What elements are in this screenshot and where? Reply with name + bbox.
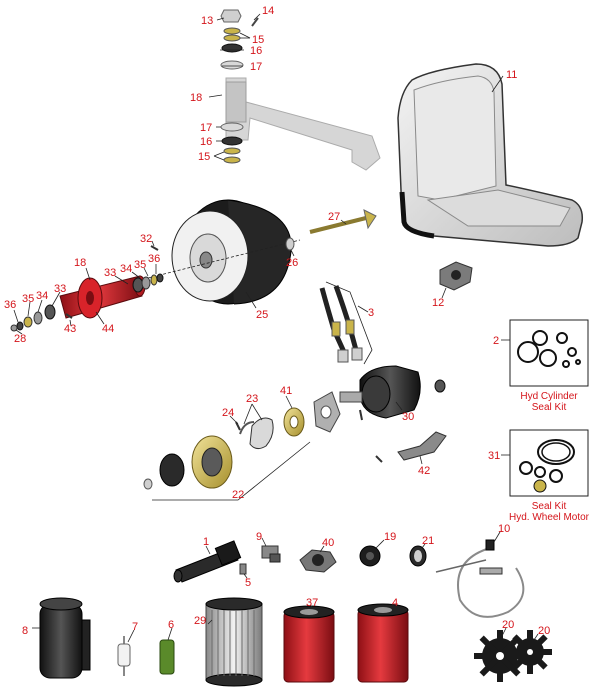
fuel-tank-8 xyxy=(32,597,91,679)
throttle-cable-10 xyxy=(435,531,525,618)
axle-bolt-27 xyxy=(309,209,377,234)
bearing-16-icon xyxy=(221,43,243,53)
callout-16: 16 xyxy=(200,136,212,148)
callout-32: 32 xyxy=(140,233,152,245)
callout-42: 42 xyxy=(418,465,430,477)
spacer-17-icon xyxy=(220,122,244,132)
plug-19 xyxy=(359,539,385,567)
kit-label-line2: Seal Kit xyxy=(532,402,567,413)
callout-22: 22 xyxy=(232,489,244,501)
spacer-17-icon xyxy=(220,60,244,70)
hyd-cylinder-seal-kit: Hyd Cylinder Seal Kit xyxy=(501,319,589,413)
callout-8: 8 xyxy=(22,625,28,637)
brake-assembly xyxy=(143,391,341,501)
switch-40 xyxy=(299,545,337,573)
oil-filter-icon xyxy=(283,611,335,683)
callout-41: 41 xyxy=(280,385,292,397)
hyd-filter-4 xyxy=(357,603,409,683)
callout-34: 34 xyxy=(120,263,132,275)
callout-19: 19 xyxy=(384,531,396,543)
callout-10: 10 xyxy=(498,523,510,535)
bearing-16-icon xyxy=(221,136,243,146)
caster-hub-assembly xyxy=(10,264,164,335)
seal-21 xyxy=(409,543,427,567)
callout-21: 21 xyxy=(422,535,434,547)
callout-31: 31 xyxy=(488,450,500,462)
washer-15-icon xyxy=(223,147,241,155)
callout-11: 11 xyxy=(506,69,517,81)
bracket-42 xyxy=(397,431,447,465)
callout-3: 3 xyxy=(368,307,374,319)
callout-9: 9 xyxy=(256,531,262,543)
kit-label-line1: Seal Kit xyxy=(532,501,567,512)
callout-15: 15 xyxy=(252,34,264,46)
switch-9 xyxy=(261,537,281,563)
callout-14: 14 xyxy=(262,5,274,17)
callout-12: 12 xyxy=(432,297,444,309)
callout-36: 36 xyxy=(148,253,160,265)
callout-labels: 13 14 15 16 17 18 17 16 15 11 27 32 26 1… xyxy=(4,5,550,637)
callout-40: 40 xyxy=(322,537,334,549)
hyd-cylinder-1 xyxy=(173,540,242,583)
wheel-motor-assembly xyxy=(339,365,446,463)
callout-27: 27 xyxy=(328,211,340,223)
hydraulic-hoses-3 xyxy=(319,281,373,365)
callout-4: 4 xyxy=(392,597,398,609)
callout-26: 26 xyxy=(286,257,298,269)
callout-20: 20 xyxy=(538,625,550,637)
callout-16: 16 xyxy=(250,45,262,57)
callout-18: 18 xyxy=(190,92,202,104)
spacer-26 xyxy=(285,237,295,257)
oil-filter-icon xyxy=(357,609,409,683)
callout-2: 2 xyxy=(493,335,499,347)
nut-13-icon xyxy=(220,9,242,23)
callout-34: 34 xyxy=(36,290,48,302)
callout-24: 24 xyxy=(222,407,234,419)
callout-13: 13 xyxy=(201,15,213,27)
kit-label-line1: Hyd Cylinder xyxy=(520,391,578,402)
callout-15: 15 xyxy=(198,151,210,163)
bolt-14-icon xyxy=(251,17,259,27)
kit-label-line2: Hyd. Wheel Motor xyxy=(509,512,590,523)
callout-29: 29 xyxy=(194,615,206,627)
callout-43: 43 xyxy=(64,323,76,335)
callout-5: 5 xyxy=(245,577,251,589)
callout-35: 35 xyxy=(134,259,146,271)
callout-17: 17 xyxy=(250,61,262,73)
washer-15-icon xyxy=(223,27,241,35)
callout-23: 23 xyxy=(246,393,258,405)
seat-switch-12 xyxy=(439,261,473,299)
wheel-motor-seal-kit: Seal Kit Hyd. Wheel Motor xyxy=(501,429,590,523)
callout-30: 30 xyxy=(402,411,414,423)
callout-28: 28 xyxy=(14,333,26,345)
caster-fork-icon xyxy=(225,77,381,171)
callout-35: 35 xyxy=(22,293,34,305)
callout-33: 33 xyxy=(54,283,66,295)
callout-44: 44 xyxy=(102,323,114,335)
callout-18: 18 xyxy=(74,257,86,269)
oil-filter-37 xyxy=(283,605,335,683)
blade-20 xyxy=(474,627,552,682)
washer-15-icon xyxy=(223,34,241,42)
callout-6: 6 xyxy=(168,619,174,631)
callout-7: 7 xyxy=(132,621,138,633)
washer-15-icon xyxy=(223,156,241,164)
caster-fork-assembly xyxy=(208,9,381,171)
air-filter-29 xyxy=(205,597,263,687)
fitting-5 xyxy=(239,563,248,579)
fuel-filter-7 xyxy=(117,629,135,676)
callout-25: 25 xyxy=(256,309,268,321)
callout-17: 17 xyxy=(200,122,212,134)
grease-fitting-32 xyxy=(150,240,159,251)
oil-filter-6 xyxy=(159,627,175,675)
callout-37: 37 xyxy=(306,597,318,609)
callout-1: 1 xyxy=(203,536,209,548)
callout-20: 20 xyxy=(502,619,514,631)
tire-assembly xyxy=(99,199,301,309)
seat-assembly xyxy=(397,63,584,247)
callout-33: 33 xyxy=(104,267,116,279)
callout-36: 36 xyxy=(4,299,16,311)
